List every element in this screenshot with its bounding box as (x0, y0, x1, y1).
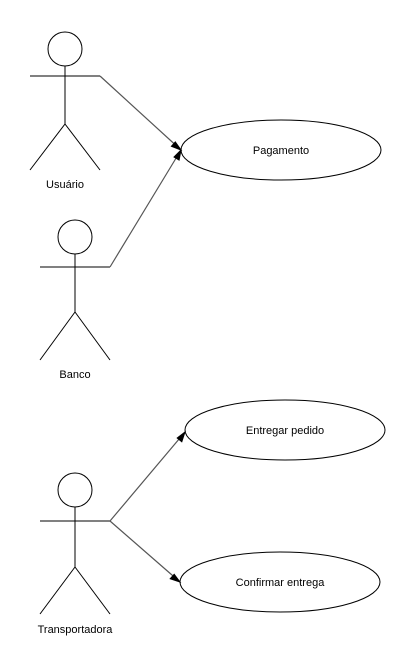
association-banco-pagamento-line (109, 149, 182, 268)
actor-usuario-head (47, 31, 83, 67)
actor-usuario-label: Usuário (46, 179, 84, 191)
actor-banco-label: Banco (59, 369, 90, 381)
association-banco-pagamento[interactable] (109, 148, 182, 268)
use-case-confirmar-entrega[interactable]: Confirmar entrega (179, 551, 381, 613)
actor-usuario-left-leg (29, 123, 66, 171)
use-case-entregar-pedido[interactable]: Entregar pedido (184, 399, 386, 461)
actor-banco-left-leg (39, 311, 76, 361)
association-banco-pagamento-arrowhead (173, 148, 182, 161)
association-transportadora-entregar-pedido[interactable] (109, 430, 186, 522)
use-case-pagamento-label: Pagamento (253, 145, 309, 157)
actor-transportadora[interactable]: Transportadora (38, 472, 114, 636)
actor-usuario[interactable]: Usuário (29, 31, 101, 191)
use-case-entregar-pedido-ellipse (184, 399, 386, 461)
actor-banco[interactable]: Banco (39, 219, 111, 381)
actor-banco-head (57, 219, 93, 255)
use-case-confirmar-entrega-label: Confirmar entrega (236, 577, 326, 589)
use-case-entregar-pedido-label: Entregar pedido (246, 425, 324, 437)
association-transportadora-confirmar-entrega-arrowhead (169, 573, 182, 583)
association-usuario-pagamento-arrowhead (170, 141, 183, 152)
actor-usuario-right-leg (64, 123, 101, 171)
actor-transportadora-label: Transportadora (38, 624, 114, 636)
actor-transportadora-head (57, 472, 93, 508)
actor-transportadora-left-leg (39, 566, 76, 615)
actor-banco-right-leg (74, 311, 111, 361)
association-transportadora-confirmar-entrega-line (109, 520, 181, 583)
use-case-pagamento[interactable]: Pagamento (180, 119, 382, 181)
actor-transportadora-right-leg (74, 566, 111, 615)
association-transportadora-entregar-pedido-line (109, 431, 186, 522)
association-transportadora-confirmar-entrega[interactable] (109, 520, 182, 583)
association-usuario-pagamento[interactable] (99, 75, 183, 152)
association-transportadora-entregar-pedido-arrowhead (176, 430, 186, 443)
association-usuario-pagamento-line (99, 75, 182, 151)
